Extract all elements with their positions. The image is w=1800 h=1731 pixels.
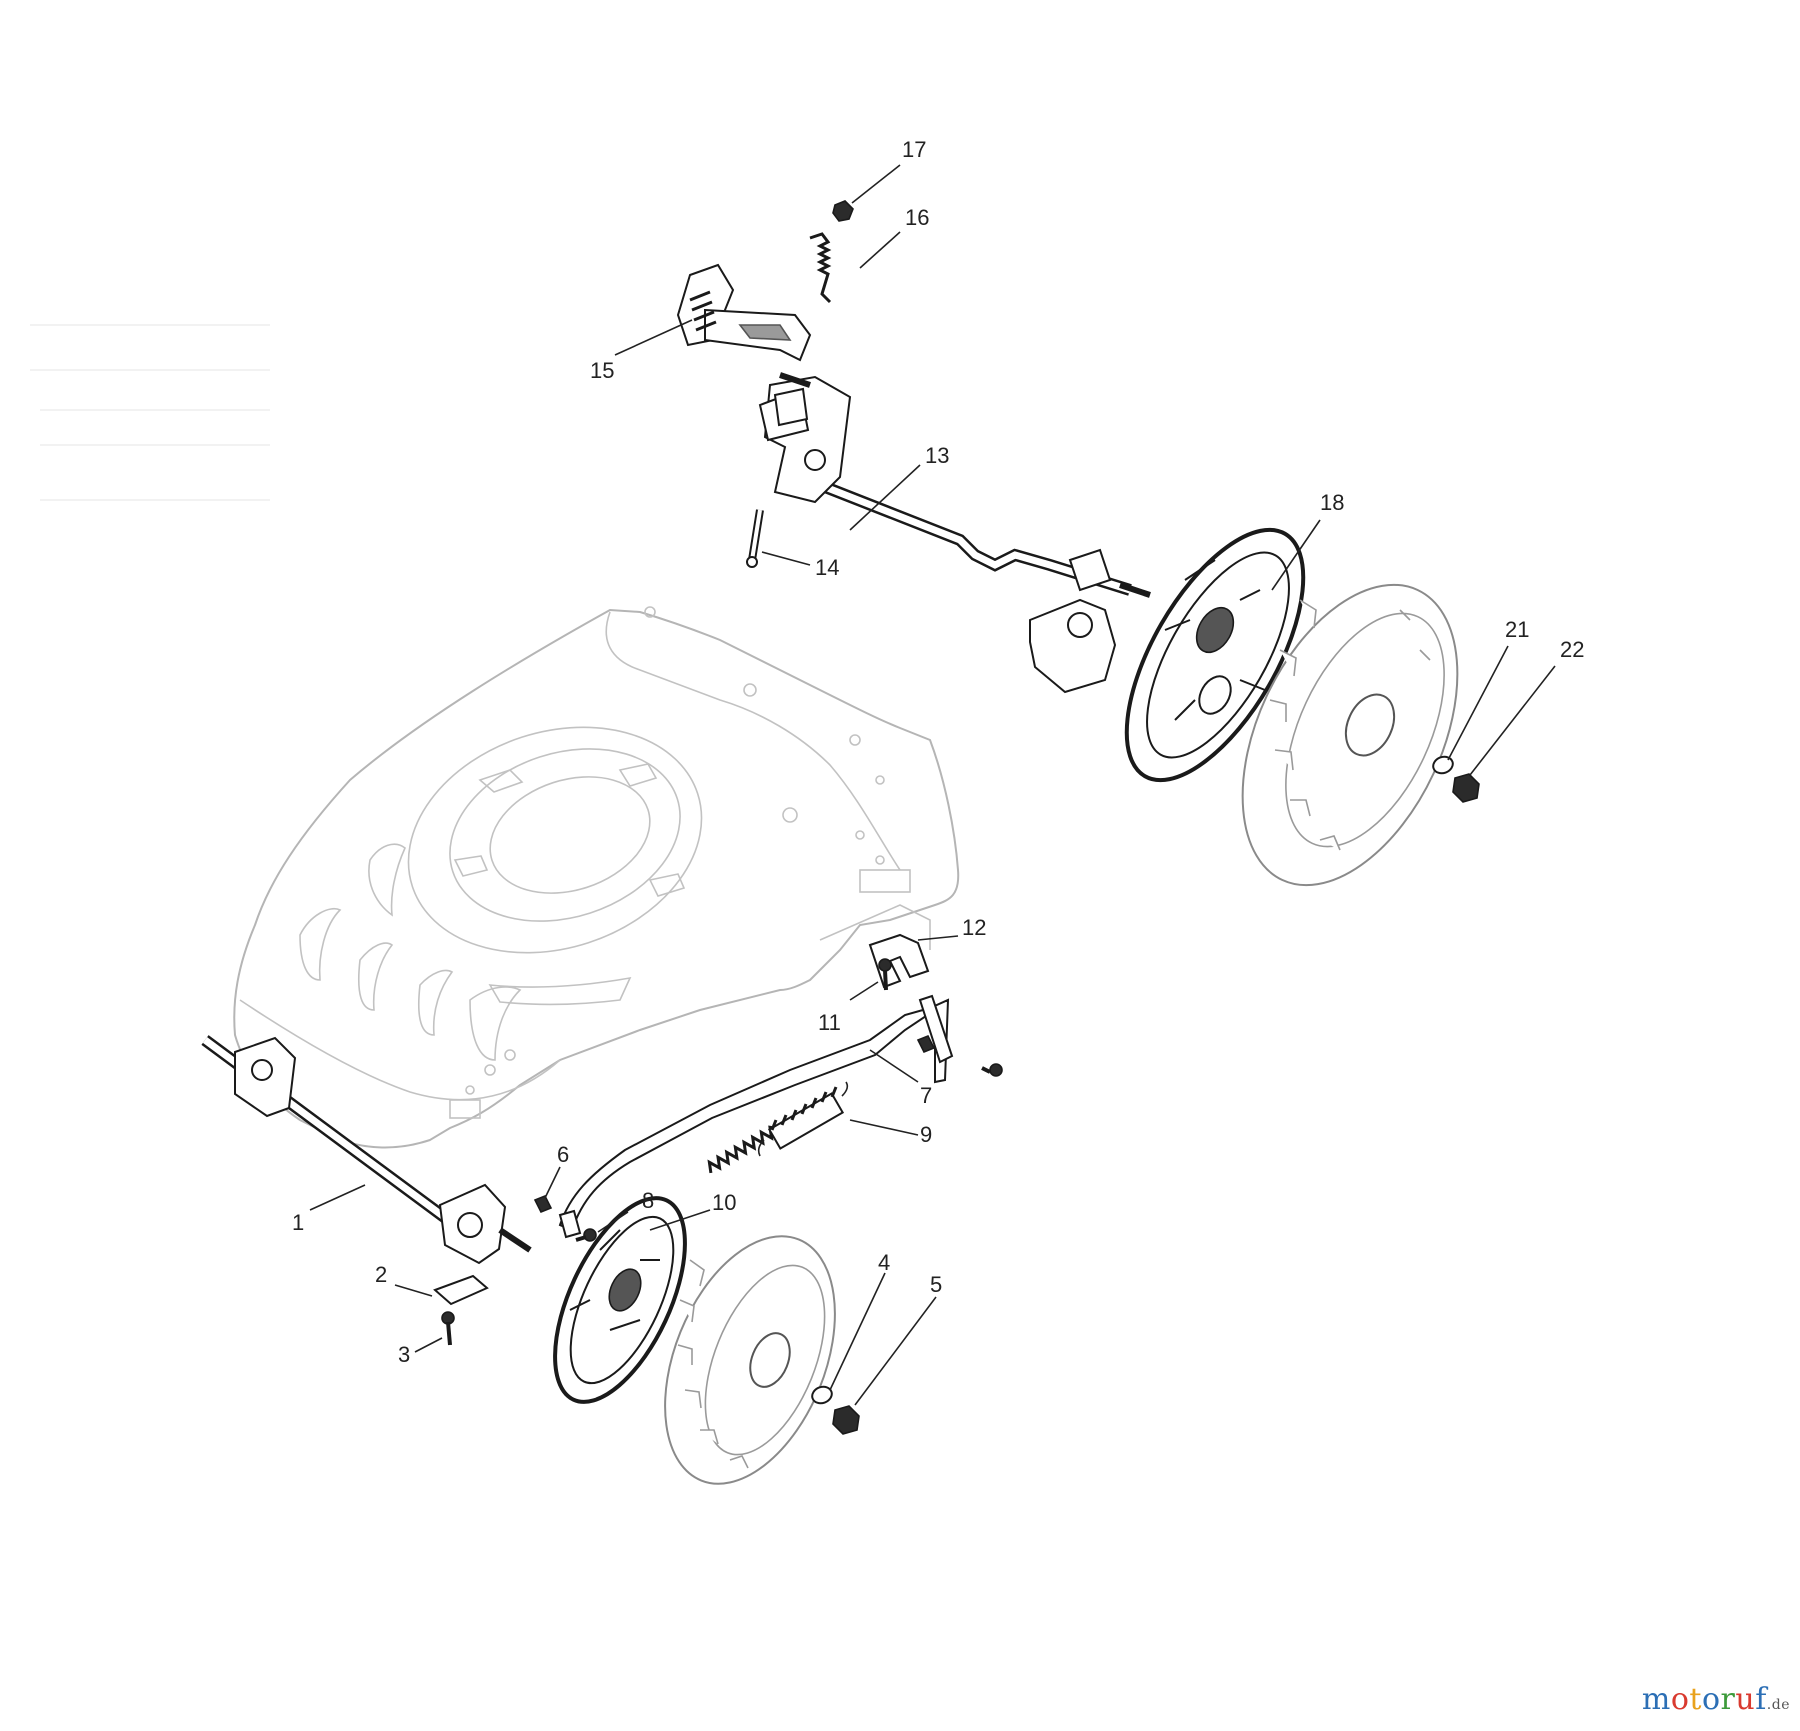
watermark-f: f (1755, 1682, 1767, 1717)
callout-10: 10 (712, 1190, 736, 1215)
leader-lines (309, 164, 1556, 1406)
watermark-r: r (1720, 1682, 1736, 1717)
mower-deck (233, 606, 960, 1149)
watermark-u: u (1735, 1682, 1756, 1717)
watermark-o1: o (1670, 1682, 1690, 1717)
callout-11: 11 (818, 1010, 841, 1035)
callout-14: 14 (815, 555, 839, 580)
bracket-part-12 (868, 933, 930, 989)
watermark-m: m (1641, 1682, 1671, 1717)
nut-part-22 (1452, 773, 1480, 803)
watermark-domain: .de (1766, 1697, 1790, 1713)
front-axle-assembly (201, 1035, 532, 1265)
watermark-t: t (1689, 1682, 1702, 1717)
spring-part-16 (809, 232, 832, 304)
nut-part-5 (832, 1405, 860, 1435)
callout-18: 18 (1320, 490, 1344, 515)
motoruf-watermark-logo: motoruf.de (1642, 1682, 1790, 1717)
washer-part-21 (1432, 755, 1454, 775)
front-wheel (664, 1235, 836, 1485)
callout-2: 2 (375, 1262, 387, 1287)
callout-6: 6 (557, 1142, 569, 1167)
lever-part-15 (676, 263, 812, 362)
scan-artifacts (30, 324, 270, 501)
height-lever-part-7 (558, 994, 954, 1239)
watermark-o2: o (1701, 1682, 1721, 1717)
callout-15: 15 (590, 358, 614, 383)
nut-part-17 (832, 200, 854, 222)
callout-7: 7 (920, 1083, 932, 1108)
pin-part-14 (746, 509, 764, 568)
screw-part-3 (441, 1311, 455, 1346)
callout-22: 22 (1560, 637, 1584, 662)
front-hubcap-part-10 (553, 1196, 687, 1404)
nut-part-6 (533, 1194, 553, 1214)
callout-17: 17 (902, 137, 926, 162)
nut-lever-top (916, 1034, 936, 1054)
callout-9: 9 (920, 1122, 932, 1147)
rear-hubcap-part-18 (1124, 527, 1306, 783)
callout-21: 21 (1505, 617, 1529, 642)
washer-part-4 (811, 1385, 833, 1405)
rear-axle-assembly-part-13 (758, 372, 1151, 694)
callout-13: 13 (925, 443, 949, 468)
callout-1: 1 (292, 1210, 304, 1235)
callout-3: 3 (398, 1342, 410, 1367)
callout-5: 5 (930, 1272, 942, 1297)
rear-wheel (1241, 583, 1459, 887)
spring-part-9 (707, 1081, 849, 1174)
screw-part-11 (878, 958, 892, 991)
screw-part-8 (575, 1228, 597, 1242)
plate-part-2 (433, 1274, 489, 1306)
callout-12: 12 (962, 915, 986, 940)
callouts: 1 2 3 4 5 6 7 8 9 10 11 12 13 14 15 16 1… (292, 137, 1584, 1367)
callout-4: 4 (878, 1250, 890, 1275)
screw-lever-end (981, 1063, 1003, 1077)
callout-8: 8 (642, 1188, 654, 1213)
callout-16: 16 (905, 205, 929, 230)
